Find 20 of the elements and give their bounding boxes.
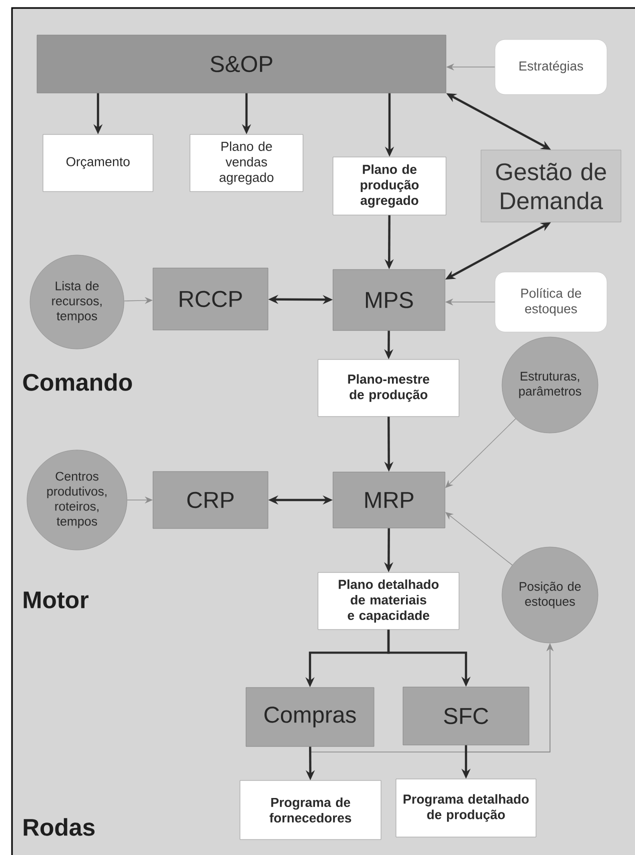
output-box: Programa detalhado de produção [396, 778, 536, 838]
input-box: Política de estoques [494, 272, 608, 332]
section-label: Rodas [24, 818, 95, 836]
input-box: Estratégias [494, 39, 608, 95]
process-box: Gestão de Demanda [480, 150, 622, 222]
output-box: Programa de fornecedores [240, 780, 382, 840]
output-box: Plano detalhado de materiais e capacidade [318, 572, 460, 630]
process-box: CRP [152, 471, 268, 529]
process-box: Compras [246, 687, 374, 747]
output-box: Plano-mestre de produção [318, 359, 460, 417]
process-bar: S&OP [36, 34, 446, 94]
output-box: Plano de produção agregado [332, 156, 446, 216]
process-box: RCCP [152, 268, 268, 330]
output-box: Plano de vendas agregado [190, 134, 304, 192]
process-box: MPS [332, 269, 446, 331]
output-box: Orçamento [42, 134, 154, 192]
process-box: MRP [332, 472, 446, 528]
process-box: SFC [402, 686, 530, 746]
section-label: Motor [24, 592, 88, 608]
section-label: Comando [23, 373, 132, 391]
